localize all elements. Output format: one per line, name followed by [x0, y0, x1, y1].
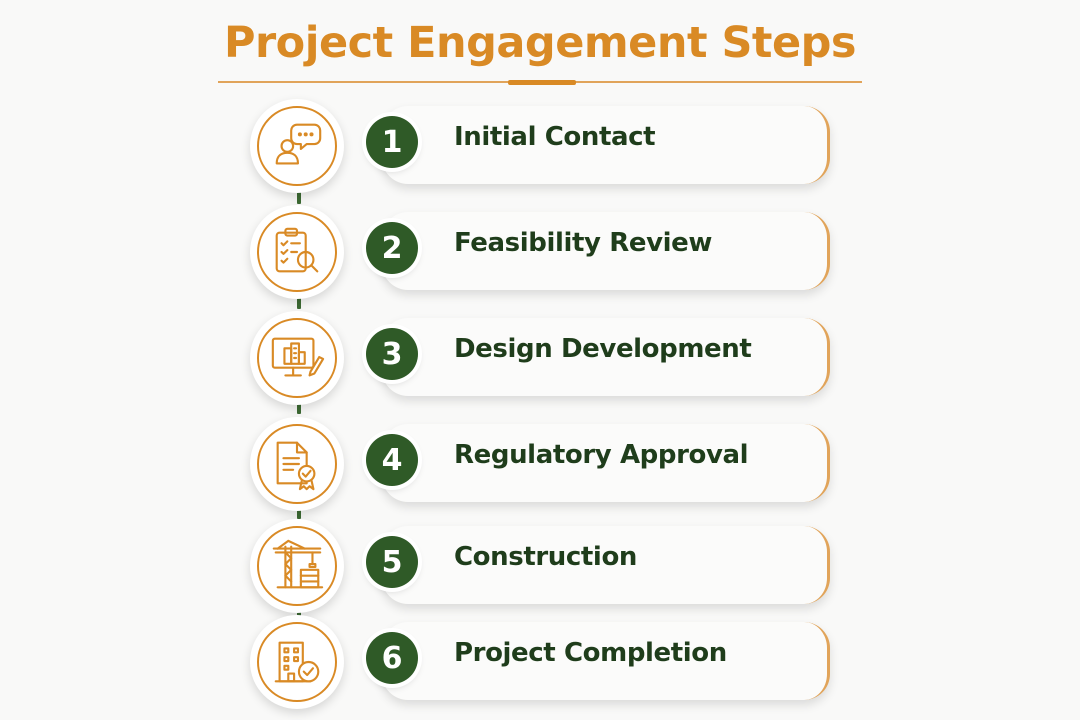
step-2-label: Feasibility Review: [454, 228, 713, 258]
person-chat-icon: [275, 123, 322, 165]
step-2: 2 Feasibility Review: [250, 204, 832, 299]
building-check-icon: [274, 641, 320, 683]
step-4: 4 Regulatory Approval: [250, 416, 832, 511]
step-2-number-badge: 2: [366, 222, 418, 274]
document-certificate-icon: [276, 441, 316, 491]
step-1-number-badge: 1: [366, 116, 418, 168]
step-3-icon-circle: [250, 311, 344, 405]
step-1-card: [382, 106, 830, 184]
step-5-number-badge: 5: [366, 536, 418, 588]
step-2-card: [382, 212, 830, 290]
step-3-number-badge: 3: [366, 328, 418, 380]
step-4-icon-circle: [250, 417, 344, 511]
step-connector: [297, 506, 301, 519]
step-1-icon-circle: [250, 99, 344, 193]
step-4-number-badge: 4: [366, 434, 418, 486]
title-accent-bar: [508, 80, 576, 85]
step-6-number-badge: 6: [366, 632, 418, 684]
step-5-label: Construction: [454, 542, 638, 572]
step-3-label: Design Development: [454, 334, 752, 364]
step-6: 6 Project Completion: [250, 614, 832, 709]
step-3: 3 Design Development: [250, 310, 832, 405]
monitor-building-pencil-icon: [271, 337, 325, 377]
step-connector: [297, 296, 301, 309]
step-connector: [297, 401, 301, 414]
step-3-card: [382, 318, 830, 396]
step-5-icon-circle: [250, 519, 344, 613]
step-5-card: [382, 526, 830, 604]
step-5: 5 Construction: [250, 518, 832, 613]
step-2-icon-circle: [250, 205, 344, 299]
step-1: 1 Initial Contact: [250, 98, 832, 193]
step-1-label: Initial Contact: [454, 122, 656, 152]
crane-icon: [272, 539, 324, 589]
page-title: Project Engagement Steps: [223, 18, 857, 68]
step-4-label: Regulatory Approval: [454, 440, 749, 470]
clipboard-search-icon: [275, 227, 319, 273]
step-connector: [297, 191, 301, 204]
step-4-card: [382, 424, 830, 502]
step-6-card: [382, 622, 830, 700]
step-6-label: Project Completion: [454, 638, 727, 668]
step-6-icon-circle: [250, 615, 344, 709]
